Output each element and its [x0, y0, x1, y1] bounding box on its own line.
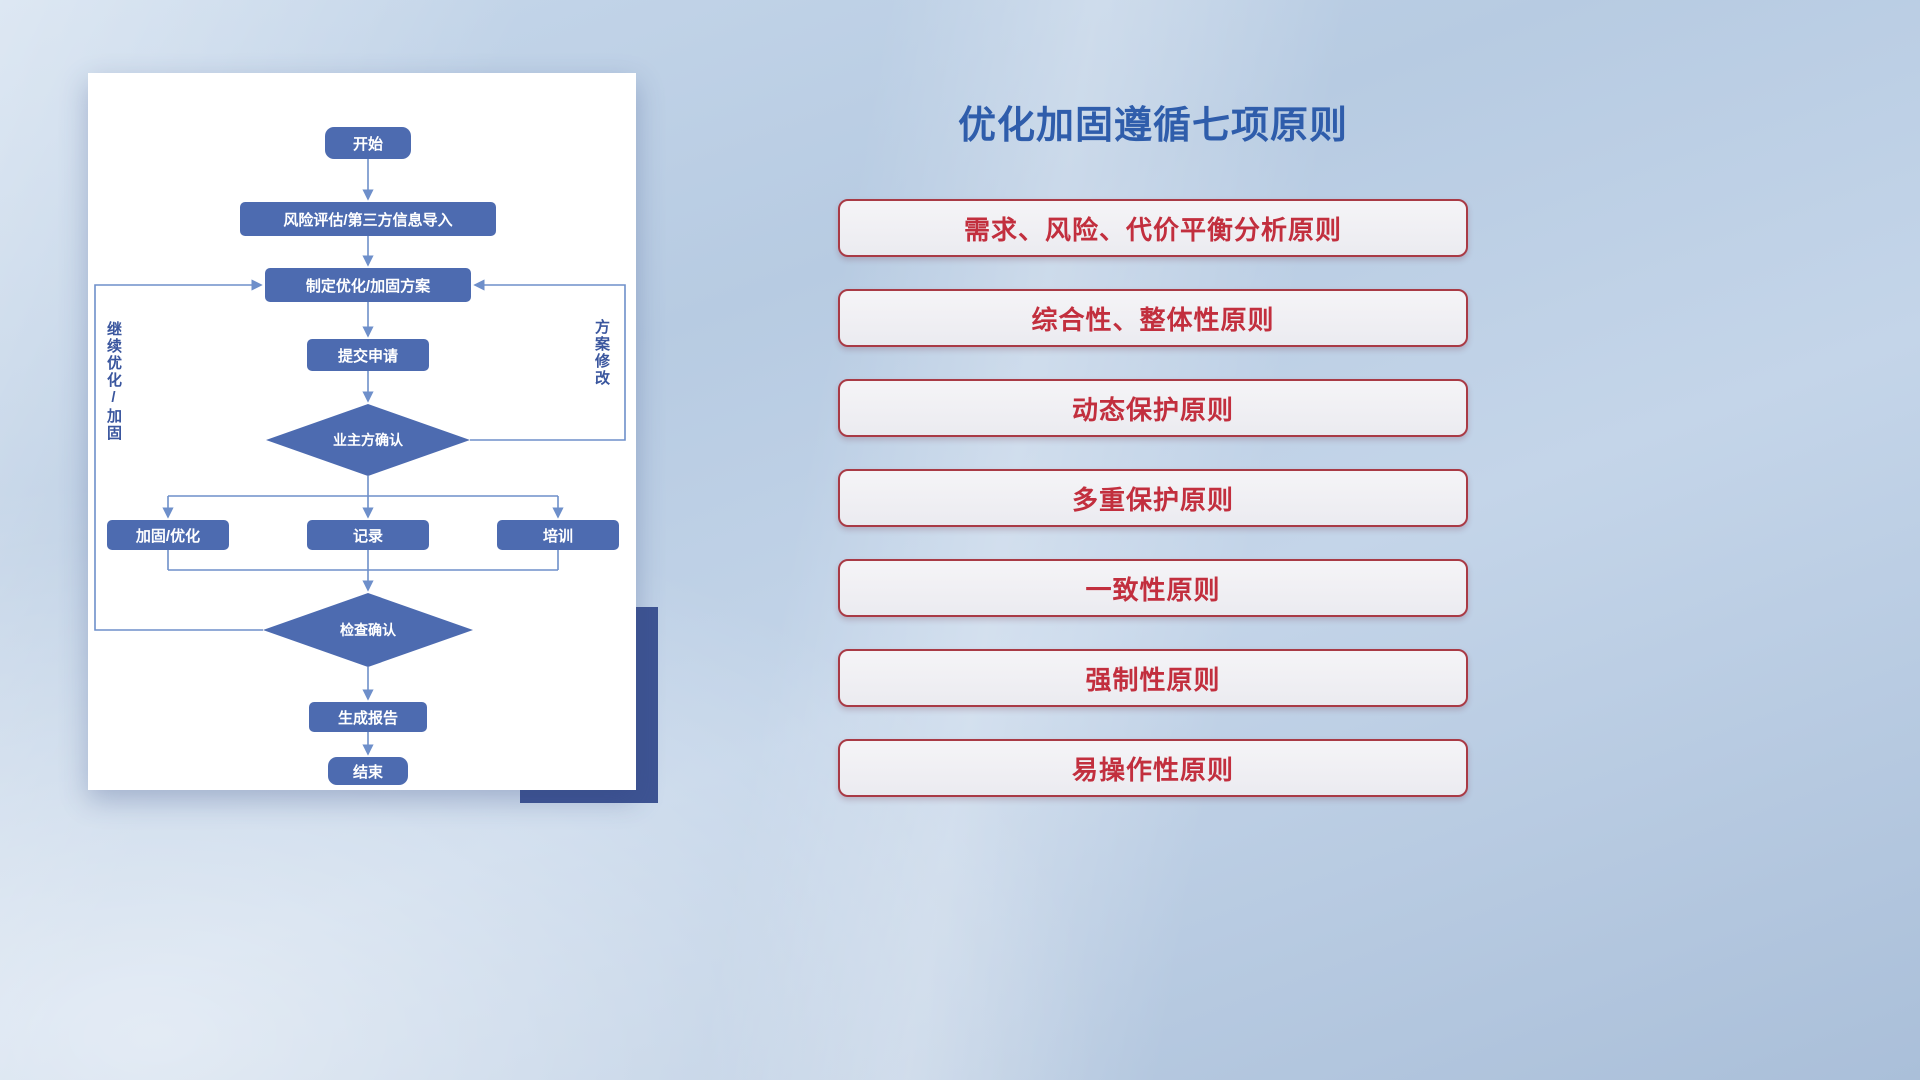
principle-item: 强制性原则: [838, 649, 1468, 707]
principle-item: 综合性、整体性原则: [838, 289, 1468, 347]
loop-label-plan-revision: 方案修改: [593, 319, 610, 387]
flow-node-report: 生成报告: [309, 702, 427, 732]
flow-node-risk-import: 风险评估/第三方信息导入: [240, 202, 496, 236]
flow-node-end: 结束: [328, 757, 408, 785]
principle-item: 需求、风险、代价平衡分析原则: [838, 199, 1468, 257]
principles-list: 需求、风险、代价平衡分析原则 综合性、整体性原则 动态保护原则 多重保护原则 一…: [838, 199, 1468, 797]
flowchart-connectors: [94, 159, 626, 756]
page-title: 优化加固遵循七项原则: [957, 105, 1348, 147]
owner-confirm-diamond: [266, 404, 470, 476]
loop-label-continue-optimize: 继续优化/加固: [105, 321, 122, 442]
check-confirm-diamond: [263, 593, 473, 667]
principle-item: 一致性原则: [838, 559, 1468, 617]
principle-item: 多重保护原则: [838, 469, 1468, 527]
flow-node-owner-confirm-label: 业主方确认: [333, 432, 403, 448]
flow-node-plan: 制定优化/加固方案: [265, 268, 471, 302]
flow-node-check-confirm-label: 检查确认: [340, 622, 396, 638]
principle-item: 动态保护原则: [838, 379, 1468, 437]
principle-item: 易操作性原则: [838, 739, 1468, 797]
flowchart-card: 开始 风险评估/第三方信息导入 制定优化/加固方案 提交申请 业主方确认 加固/…: [88, 73, 636, 790]
flow-node-training: 培训: [497, 520, 619, 550]
flow-node-start: 开始: [325, 127, 411, 159]
flow-node-harden: 加固/优化: [107, 520, 229, 550]
flow-node-record: 记录: [307, 520, 429, 550]
flow-node-submit: 提交申请: [307, 339, 429, 371]
